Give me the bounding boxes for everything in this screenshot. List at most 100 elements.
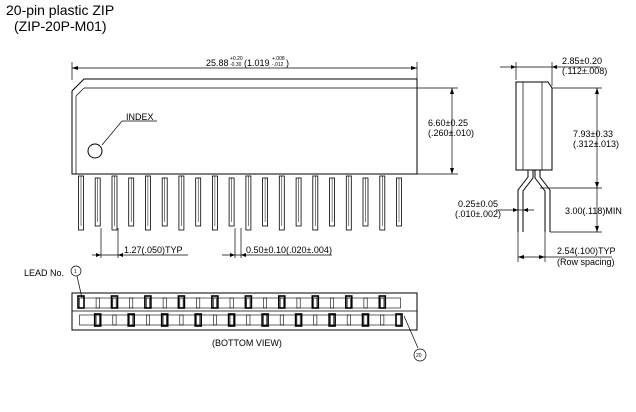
pad-outline-upper-4 (129, 297, 150, 309)
length-tol-minus: -0.30 (230, 62, 242, 68)
lead-thk-arrow-left (513, 208, 518, 212)
thickness-in: (.112±.008) (562, 66, 607, 76)
pad-outline-upper-16 (330, 297, 351, 309)
pad-outline-lower-12 (263, 314, 284, 326)
pad-10 (227, 313, 236, 327)
row-arrow-left (518, 255, 524, 259)
lead-row-2-inner (534, 170, 546, 232)
pad-outline-lower-6 (162, 314, 184, 326)
row-arrow-right (539, 255, 545, 259)
pad-14 (294, 313, 303, 327)
lead-width-label: 0.50±0.10(.020±.004) (246, 245, 332, 255)
pad-12 (261, 313, 269, 327)
pad-outline-upper-15 (313, 297, 335, 309)
pad-outline-upper-1 (79, 297, 100, 309)
lead-no-label: LEAD No. (24, 268, 64, 278)
length-arrow-left (72, 66, 78, 70)
index-mark (87, 143, 103, 159)
lead-row-2-outer (539, 170, 551, 232)
pad-outline-lower-8 (196, 314, 217, 326)
pad-outline-upper-3 (112, 297, 134, 309)
package-body (71, 78, 418, 175)
pad-outline-upper-10 (229, 297, 251, 309)
pad-outline-upper-13 (279, 297, 301, 309)
pad-6 (160, 313, 169, 327)
pad-outline-lower-9 (213, 314, 234, 326)
height-arrow-top (450, 88, 454, 94)
lead-1-number: 1 (74, 269, 77, 275)
lead-row-1-outer (517, 170, 529, 232)
pad-outline-upper-7 (179, 297, 201, 309)
width-arrow-left (230, 253, 235, 257)
pad-outline-lower-1 (79, 314, 100, 326)
pitch-label: 1.27(.050)TYP (124, 245, 183, 255)
thickness-mm: 2.85±0.20 (562, 56, 602, 66)
lead-row-1-inner (522, 170, 534, 232)
side-view: 2.85±0.20 (.112±.008) 7.93±0.33 (.312±.0… (455, 56, 622, 267)
thickness-arrow-right (552, 65, 557, 69)
pad-outline-lower-13 (279, 314, 301, 326)
bottom-body (71, 292, 418, 331)
lead-1-callout (70, 265, 82, 277)
pad-outline-upper-8 (196, 297, 217, 309)
thickness-arrow-left (511, 65, 516, 69)
pad-20 (395, 313, 403, 327)
pitch-arrow-right (118, 253, 123, 257)
pad-outline-upper-9 (213, 297, 234, 309)
pad-16 (328, 313, 336, 327)
lead-20-leader (403, 315, 419, 349)
pad-outline-lower-5 (146, 314, 167, 326)
height-mm: 6.60±0.25 (428, 118, 468, 128)
pad-4 (127, 313, 135, 327)
package-title: 20-pin plastic ZIP (6, 2, 115, 18)
pad-outline-upper-18 (363, 297, 385, 309)
package-code: (ZIP-20P-M01) (14, 18, 107, 34)
length-arrow-right (411, 66, 417, 70)
pad-2 (93, 313, 102, 327)
lead-thk-arrow-right (523, 208, 528, 212)
index-leader (101, 120, 123, 146)
row-spacing-note: (Row spacing) (557, 257, 615, 267)
pad-outline-lower-7 (179, 314, 201, 326)
bottom-pads (77, 295, 403, 327)
lead-thickness-in: (.010±.002) (455, 209, 501, 219)
body-chamfer-edge (75, 87, 85, 97)
lead-1-leader (76, 275, 83, 299)
pad-outline-upper-14 (296, 297, 318, 309)
lead-20-callout (413, 348, 427, 362)
seat-height-in: (.312±.013) (573, 139, 619, 149)
length-tol-plus: +0.20 (230, 56, 243, 62)
pad-outline-upper-19 (380, 297, 401, 309)
pad-18 (361, 313, 370, 327)
front-leads (78, 175, 402, 231)
pad-outline-lower-16 (330, 314, 351, 326)
length-value: 25.88 (206, 58, 229, 68)
row-spacing-value: 2.54(.100)TYP (557, 246, 616, 256)
bottom-view: LEAD No. 1 20 (BOTTOM VIEW) (24, 265, 427, 362)
pad-outline-upper-11 (246, 297, 267, 309)
front-view: INDEX 25.88 +0.20 -0.30 (1.019 +.008 -.0… (71, 56, 474, 258)
pad-outline-lower-3 (112, 314, 134, 326)
bottom-view-caption: (BOTTOM VIEW) (212, 338, 282, 348)
length-inch-tol-plus: +.008 (272, 56, 285, 62)
index-label: INDEX (126, 112, 154, 122)
pad-outline-lower-10 (229, 314, 251, 326)
height-in: (.260±.010) (428, 128, 474, 138)
pad-outline-lower-17 (346, 314, 368, 326)
pad-outline-lower-15 (313, 314, 335, 326)
width-arrow-right (241, 253, 246, 257)
length-inch-tol-minus: -.012 (272, 62, 284, 68)
pad-outline-lower-2 (95, 314, 117, 326)
seat-height-mm: 7.93±0.33 (573, 129, 613, 139)
pad-outline-upper-2 (95, 297, 117, 309)
pad-outline-lower-4 (129, 314, 150, 326)
length-inch-value: (1.019 (244, 58, 270, 68)
pitch-arrow-left (96, 253, 101, 257)
lead-thickness-mm: 0.25±0.05 (458, 199, 498, 209)
pad-outline-upper-6 (162, 297, 184, 309)
lead-20-number: 20 (416, 353, 422, 359)
seat-arrow-bottom (595, 182, 599, 188)
pad-8 (194, 313, 202, 327)
pad-outline-upper-5 (146, 297, 167, 309)
